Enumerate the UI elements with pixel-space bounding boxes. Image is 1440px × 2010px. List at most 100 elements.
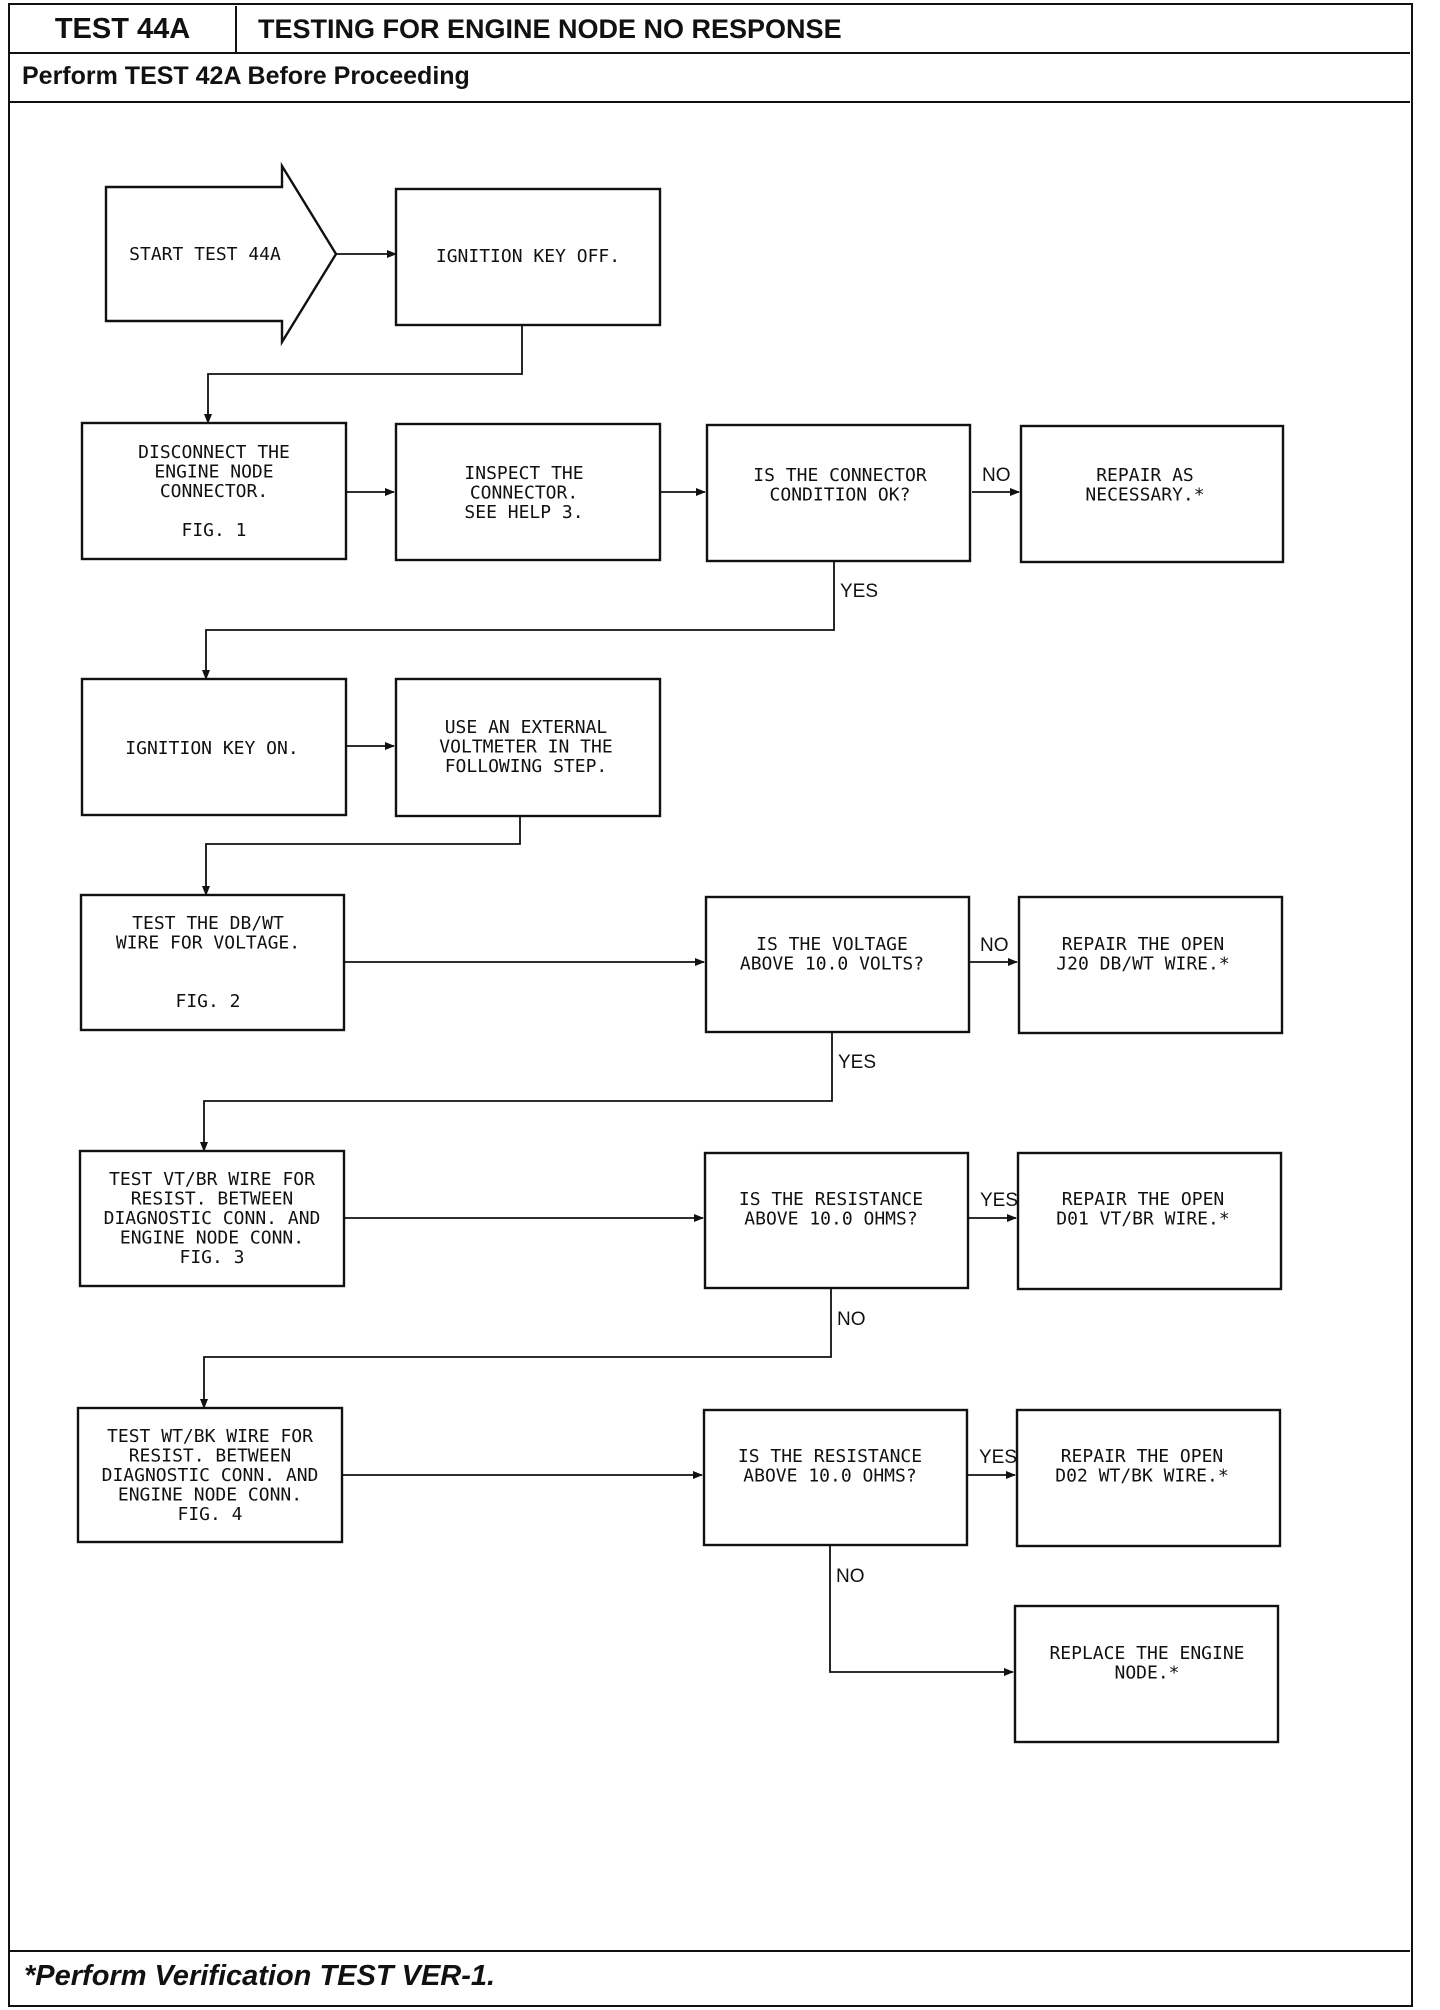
- node-text-line: ENGINE NODE CONN.: [120, 1228, 304, 1249]
- arrow-voltmeter-to-test-dbwt: [202, 816, 521, 896]
- node-text-line: VOLTMETER IN THE: [439, 737, 612, 758]
- node-text-line: REPLACE THE ENGINE: [1049, 1643, 1244, 1664]
- node-text-line: REPAIR THE OPEN: [1061, 1446, 1224, 1467]
- node-text-line: INSPECT THE: [464, 463, 583, 484]
- node-text-line: FIG. 2: [175, 991, 240, 1012]
- arrow-resist-q2-no: [829, 1545, 1014, 1676]
- start-arrow-shape: [104, 161, 338, 347]
- node-text-line: DISCONNECT THE: [138, 442, 290, 463]
- header-bottom-divider: [10, 101, 1410, 103]
- box-voltmeter: [394, 677, 662, 818]
- node-text-line: IS THE RESISTANCE: [738, 1446, 922, 1467]
- node-text-line: DIAGNOSTIC CONN. AND: [102, 1465, 319, 1486]
- node-text-line: CONNECTOR.: [470, 483, 578, 504]
- node-text-line: RESIST. BETWEEN: [129, 1446, 292, 1467]
- label-resist2-yes: YES: [979, 1447, 1017, 1468]
- label-resist1-yes: YES: [980, 1190, 1018, 1211]
- box-disconnect: [80, 421, 348, 561]
- node-text-line: SEE HELP 3.: [464, 502, 583, 523]
- arrow-resist-q1-no: [200, 1288, 832, 1409]
- label-connector-no: NO: [982, 465, 1011, 486]
- box-inspect: [394, 422, 662, 562]
- label-voltage-no: NO: [980, 935, 1009, 956]
- node-text-line: NODE.*: [1114, 1663, 1179, 1684]
- page-frame: [8, 3, 1413, 2007]
- box-test-vtbr: [78, 1149, 346, 1288]
- node-text-line: START TEST 44A: [129, 244, 281, 265]
- box-resist-q1: [703, 1151, 970, 1290]
- node-text-line: IGNITION KEY ON.: [125, 738, 298, 759]
- node-text-line: ENGINE NODE: [154, 462, 273, 483]
- arrow-voltage-q-yes: [200, 1032, 833, 1152]
- box-voltage-q: [704, 895, 971, 1034]
- connectors: [200, 250, 1020, 1676]
- box-test-wtbk: [76, 1406, 344, 1544]
- node-text-line: USE AN EXTERNAL: [445, 717, 608, 738]
- node-text-line: RESIST. BETWEEN: [131, 1189, 294, 1210]
- verification-note: *Perform Verification TEST VER-1.: [24, 1960, 496, 1992]
- node-text-line: ABOVE 10.0 VOLTS?: [740, 954, 924, 975]
- footer-divider: [10, 1950, 1410, 1952]
- node-start: START TEST 44A: [129, 244, 281, 265]
- node-text-line: ABOVE 10.0 OHMS?: [743, 1466, 916, 1487]
- label-connector-yes: YES: [840, 581, 878, 602]
- page-title: TESTING FOR ENGINE NODE NO RESPONSE: [258, 14, 842, 44]
- node-key-on: IGNITION KEY ON.: [125, 738, 298, 759]
- arrow-connector-q-yes: [202, 562, 835, 680]
- box-replace-node: [1013, 1604, 1280, 1744]
- node-text-line: IGNITION KEY OFF.: [436, 246, 620, 267]
- box-connector-q: [705, 423, 972, 563]
- node-text-line: IS THE VOLTAGE: [756, 934, 908, 955]
- node-text-line: WIRE FOR VOLTAGE.: [116, 933, 300, 954]
- node-text-line: ABOVE 10.0 OHMS?: [744, 1209, 917, 1230]
- label-resist2-no: NO: [836, 1566, 865, 1587]
- node-key-off: IGNITION KEY OFF.: [436, 246, 620, 267]
- node-text-line: REPAIR THE OPEN: [1062, 934, 1225, 955]
- node-text-line: TEST WT/BK WIRE FOR: [107, 1426, 313, 1447]
- node-text-line: D01 VT/BR WIRE.*: [1056, 1209, 1229, 1230]
- node-text-line: D02 WT/BK WIRE.*: [1055, 1466, 1228, 1487]
- node-text-line: J20 DB/WT WIRE.*: [1056, 954, 1229, 975]
- node-text-line: IS THE CONNECTOR: [753, 465, 927, 486]
- box-repair-j20: [1017, 895, 1284, 1035]
- node-text-line: CONNECTOR.: [160, 481, 268, 502]
- node-text-line: FIG. 1: [181, 520, 246, 541]
- box-repair-d02: [1015, 1408, 1282, 1548]
- node-text-line: FIG. 4: [177, 1504, 242, 1525]
- arrow-key-off-to-disconnect: [204, 325, 523, 424]
- box-key-off: [394, 187, 662, 327]
- node-text-line: IS THE RESISTANCE: [739, 1189, 923, 1210]
- label-voltage-yes: YES: [838, 1052, 876, 1073]
- node-text-line: FIG. 3: [179, 1247, 244, 1268]
- node-text-line: FOLLOWING STEP.: [445, 756, 608, 777]
- node-text-line: TEST THE DB/WT: [132, 913, 284, 934]
- box-repair-necessary: [1019, 424, 1285, 564]
- prerequisite-note: Perform TEST 42A Before Proceeding: [22, 62, 470, 90]
- node-text-line: TEST VT/BR WIRE FOR: [109, 1169, 315, 1190]
- node-text-line: NECESSARY.*: [1085, 485, 1204, 506]
- box-test-dbwt: [79, 893, 346, 1032]
- node-text-line: ENGINE NODE CONN.: [118, 1485, 302, 1506]
- node-text-line: CONDITION OK?: [770, 485, 911, 506]
- box-repair-d01: [1016, 1151, 1283, 1291]
- node-text-line: DIAGNOSTIC CONN. AND: [104, 1208, 321, 1229]
- box-resist-q2: [702, 1408, 969, 1547]
- label-resist1-no: NO: [837, 1309, 866, 1330]
- header-divider: [10, 52, 1410, 54]
- box-key-on: [80, 677, 348, 817]
